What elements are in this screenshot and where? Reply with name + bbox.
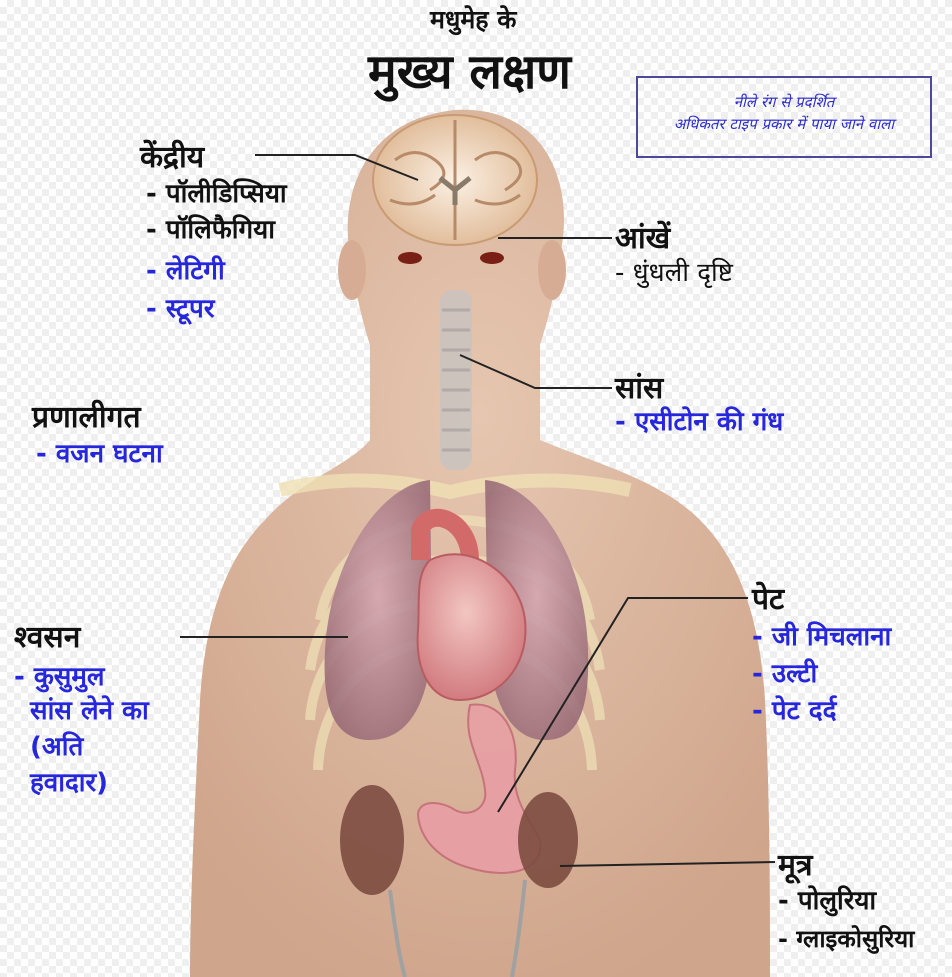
urine-item-2: - ग्लाइकोसुरिया (778, 922, 914, 956)
respiratory-item-2: सांस लेने का (30, 694, 149, 728)
stomach-item-3: - पेट दर्द (752, 694, 836, 728)
main-title: मुख्य लक्षण (368, 38, 571, 103)
left-eye (398, 252, 422, 264)
systemic-title: प्रणालीगत (32, 395, 141, 436)
breath-item-1: - एसीटोन की गंध (615, 405, 783, 439)
legend-line-2: अधिकतर टाइप प्रकार में पाया जाने वाला (638, 113, 930, 135)
urine-title: मूत्र (778, 843, 813, 884)
eyes-title: आंखें (615, 216, 670, 257)
urine-item-1: - पोलुरिया (778, 884, 876, 918)
respiratory-item-4: हवादार) (30, 766, 108, 800)
central-item-3: - लेटिगी (146, 254, 225, 288)
systemic-item-1: - वजन घटना (36, 437, 163, 471)
respiratory-item-1: - कुसुमुल (14, 660, 105, 694)
stomach-item-2: - उल्टी (752, 657, 817, 691)
central-item-4: - स्टूपर (146, 292, 214, 326)
central-item-2: - पॉलिफैगिया (146, 213, 275, 247)
right-eye (480, 252, 504, 264)
central-item-1: - पॉलीडिप्सिया (146, 177, 287, 211)
right-ear (538, 240, 566, 300)
pre-title: मधुमेह के (430, 2, 516, 36)
legend-line-1: नीले रंग से प्रदर्शित (638, 91, 930, 113)
legend-box: नीले रंग से प्रदर्शित अधिकतर टाइप प्रकार… (636, 76, 932, 158)
breath-title: सांस (615, 366, 663, 407)
respiratory-title: श्वसन (14, 615, 80, 656)
trachea (440, 290, 472, 470)
eyes-item-1: - धुंधली दृष्टि (615, 256, 733, 290)
respiratory-item-3: (अति (30, 730, 83, 764)
right-kidney (518, 792, 578, 888)
central-title: केंद्रीय (140, 135, 204, 176)
left-ear (338, 240, 366, 300)
left-kidney (340, 785, 404, 895)
stomach-item-1: - जी मिचलाना (752, 620, 891, 654)
stomach-title: पेट (752, 577, 784, 618)
